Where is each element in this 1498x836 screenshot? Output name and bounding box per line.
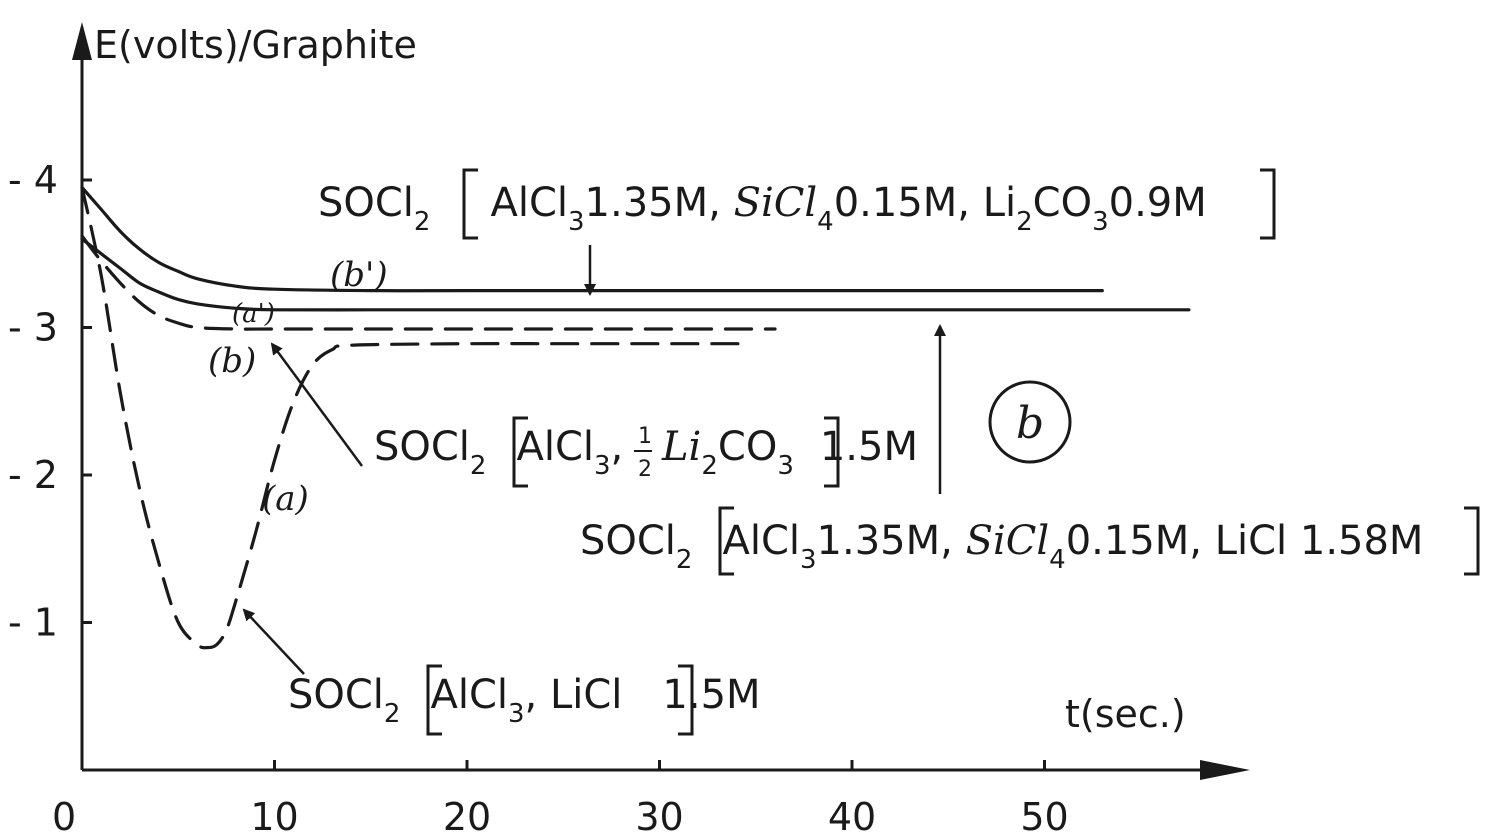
x-ticks: 10 20 30 40 50 xyxy=(250,760,1069,836)
x-axis-arrow xyxy=(1200,760,1250,780)
curve-label-bprime: (b') xyxy=(330,255,388,295)
formula-bottom-arrow xyxy=(242,608,305,675)
x-tick-label-3: 40 xyxy=(828,795,876,836)
x-tick-label-1: 20 xyxy=(443,795,491,836)
series-line-3 xyxy=(80,185,748,650)
formula-mid-bracket-right xyxy=(824,416,840,488)
y-axis-arrow xyxy=(72,22,92,60)
y-ticks: - 1 - 2 - 3 - 4 xyxy=(8,158,92,645)
y-tick-label-2: - 3 xyxy=(8,306,58,350)
formula-mid-frac-num: 1 xyxy=(638,424,652,449)
formula-bottom-bracket-right xyxy=(678,664,694,736)
curve-label-b: (b) xyxy=(208,341,256,381)
formula-bottom-bracket-left xyxy=(426,664,442,736)
formula-right-bracket-right xyxy=(1464,506,1480,576)
y-tick-label-0: - 1 xyxy=(8,601,58,645)
series-line-1 xyxy=(80,237,1191,312)
series-line-0 xyxy=(80,185,1104,293)
formula-mid-arrow xyxy=(270,342,364,467)
formula-mid-bracket-left xyxy=(512,416,528,488)
formula-top-bracket-left xyxy=(462,168,478,240)
x-tick-label-0: 10 xyxy=(250,795,298,836)
circled-label: b xyxy=(988,380,1072,464)
formula-mid-frac-den: 2 xyxy=(638,457,652,482)
series-layer xyxy=(80,185,1191,650)
x-tick-label-2: 30 xyxy=(635,795,683,836)
y-tick-label-1: - 2 xyxy=(8,453,58,497)
axes xyxy=(72,22,1250,780)
circled-letter: b xyxy=(1016,398,1044,449)
y-axis-title: E(volts)/Graphite xyxy=(94,23,417,67)
series-line-2 xyxy=(80,234,777,331)
x-axis-title: t(sec.) xyxy=(1065,692,1186,736)
origin-label: 0 xyxy=(52,795,76,836)
formula-right-bracket-left xyxy=(718,506,734,576)
y-tick-label-3: - 4 xyxy=(8,158,58,202)
x-tick-label-4: 50 xyxy=(1020,795,1068,836)
curve-label-aprime: (a') xyxy=(232,299,275,329)
formula-top-bracket-right xyxy=(1260,168,1276,240)
curve-label-a: (a) xyxy=(262,479,309,519)
